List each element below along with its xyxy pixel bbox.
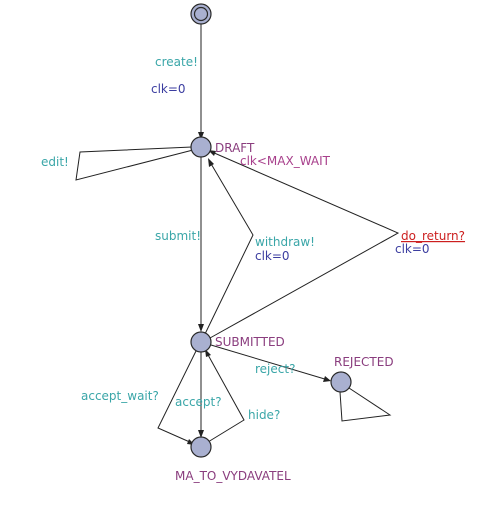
label-edit-sync: edit! <box>41 155 69 169</box>
label-draft-invariant: clk<MAX_WAIT <box>240 154 331 168</box>
label-withdraw-sync: withdraw! <box>255 235 315 249</box>
label-withdraw-update: clk=0 <box>255 249 290 263</box>
arrowhead-submit <box>198 324 204 332</box>
edge-accept-wait[interactable] <box>157 350 197 444</box>
label-do-return-sync: do_return? <box>401 229 465 243</box>
edge-reject[interactable] <box>210 344 329 381</box>
arrowhead-reject <box>323 376 331 382</box>
label-submitted: SUBMITTED <box>215 335 285 349</box>
label-submit-sync: submit! <box>155 229 201 243</box>
edge-do-return[interactable] <box>209 151 400 339</box>
label-reject-sync: reject? <box>255 362 295 376</box>
location-submitted[interactable] <box>190 331 212 353</box>
edge-hide[interactable] <box>206 352 245 443</box>
arrowhead-withdraw <box>208 158 214 167</box>
label-create-update: clk=0 <box>151 82 186 96</box>
arrowhead-accept <box>198 430 204 438</box>
edge-withdraw[interactable] <box>204 161 254 335</box>
location-rejected[interactable] <box>330 371 352 393</box>
arrowhead-create <box>198 132 204 140</box>
label-accept-wait-sync: accept_wait? <box>81 389 159 403</box>
label-hide-sync: hide? <box>248 408 280 422</box>
label-create-sync: create! <box>155 55 198 69</box>
edge-edit[interactable] <box>75 146 194 181</box>
label-rejected: REJECTED <box>334 355 394 369</box>
label-ma-to-vydavatel: MA_TO_VYDAVATEL <box>175 469 291 483</box>
location-ma-to-vydavatel[interactable] <box>190 436 212 458</box>
label-draft: DRAFT <box>215 141 255 155</box>
edges <box>75 24 400 445</box>
location-initial-inner-ring <box>193 6 209 22</box>
location-labels: DRAFT clk<MAX_WAIT SUBMITTED REJECTED MA… <box>175 141 394 483</box>
label-accept-sync: accept? <box>175 395 222 409</box>
edge-rejected-loop[interactable] <box>339 387 392 422</box>
edge-labels: create! clk=0 edit! submit! withdraw! cl… <box>41 55 465 422</box>
label-do-return-update: clk=0 <box>395 242 430 256</box>
location-draft[interactable] <box>190 136 212 158</box>
locations <box>190 3 352 458</box>
